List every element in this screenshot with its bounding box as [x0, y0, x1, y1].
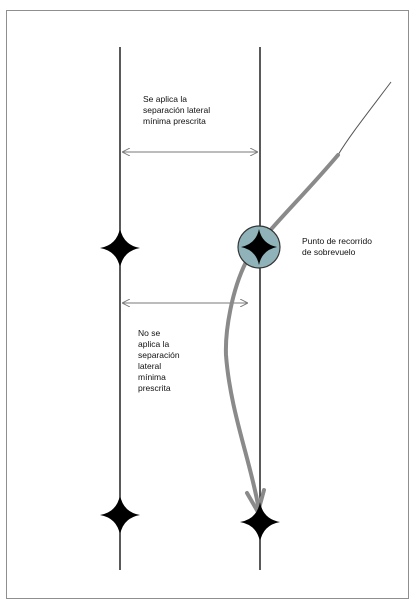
waypoint-icon [100, 228, 140, 268]
lateral-separation-applies-label: Se aplica la separación lateral mínima p… [143, 94, 211, 126]
flyover-waypoint-icon [241, 229, 277, 265]
flyover-point-label: Punto de recorrido de sobrevuelo [302, 236, 372, 257]
waypoint-icon [240, 502, 280, 542]
incoming-track-thin [337, 81, 392, 156]
aircraft-track [223, 153, 340, 507]
waypoint-icon [100, 495, 140, 535]
lateral-separation-not-applies-label: No se aplica la separación lateral mínim… [138, 328, 180, 393]
